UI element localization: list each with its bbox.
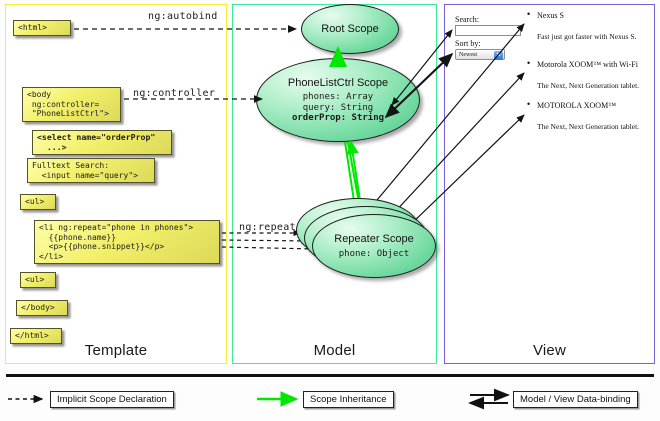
legend-item-inheritance: Scope Inheritance	[303, 391, 394, 408]
code-box-select: <select name="orderProp" ...>	[32, 130, 172, 156]
label-ng-autobind: ng:autobind	[148, 11, 218, 22]
list-bullet: •	[527, 58, 531, 68]
code-box-ul-close: <ul>	[20, 272, 56, 288]
phone-snippet: The Next, Next Generation tablet.	[537, 81, 640, 90]
phone-snippet: Fast just got faster with Nexus S.	[537, 32, 637, 41]
scope-prop-plain: phones: Array query: String	[302, 92, 374, 113]
list-bullet: •	[527, 9, 531, 19]
scope-root: Root Scope	[301, 4, 399, 54]
legend-divider	[6, 374, 654, 377]
scope-root-title: Root Scope	[321, 22, 379, 35]
code-box-ul-open: <ul>	[20, 194, 56, 210]
search-label: Search:	[455, 15, 479, 24]
scope-repeater-title: Repeater Scope	[334, 233, 414, 246]
phone-name: Nexus S	[537, 11, 564, 20]
sort-select-value: Newest	[459, 51, 477, 58]
scope-repeater-props: phone: Object	[338, 248, 410, 259]
column-label-view: View	[532, 342, 567, 359]
label-ng-repeat: ng:repeat	[239, 222, 296, 233]
chevron-updown-icon[interactable]: ⇅	[494, 51, 503, 60]
legend-item-implicit: Implicit Scope Declaration	[50, 391, 174, 408]
code-box-html-close: </html>	[10, 328, 62, 344]
scope-repeater: Repeater Scope phone: Object	[312, 214, 436, 278]
column-label-model: Model	[313, 342, 356, 359]
scope-phonelistctrl-title: PhoneListCtrl Scope	[287, 76, 389, 89]
code-box-body-close: </body>	[16, 300, 68, 316]
legend-item-databinding: Model / View Data-binding	[513, 391, 638, 408]
code-box-li-repeat: <li ng:repeat="phone in phones"> {{phone…	[34, 220, 220, 265]
code-box-html-open: <html>	[13, 20, 71, 36]
sort-label: Sort by:	[455, 39, 481, 48]
phone-snippet: The Next, Next Generation tablet.	[537, 122, 640, 131]
code-box-body-open: <body ng:controller= "PhoneListCtrl">	[22, 87, 121, 122]
list-bullet: •	[527, 99, 531, 109]
code-box-fulltext-search: Fulltext Search: <input name="query">	[27, 158, 155, 184]
legend: Implicit Scope Declaration Scope Inherit…	[0, 372, 660, 421]
scope-phonelistctrl-props: phones: Array query: String orderProp: S…	[292, 92, 384, 123]
label-ng-controller: ng:controller	[133, 88, 216, 99]
phone-name: Motorola XOOM™ with Wi-Fi	[537, 60, 638, 69]
sort-select[interactable]: Newest ⇅	[455, 49, 505, 60]
column-label-template: Template	[84, 342, 148, 359]
phone-name: MOTOROLA XOOM™	[537, 101, 617, 110]
search-input[interactable]	[455, 25, 521, 36]
scope-prop-bold: orderProp: String	[291, 112, 385, 123]
scope-phonelistctrl: PhoneListCtrl Scope phones: Array query:…	[256, 58, 420, 142]
